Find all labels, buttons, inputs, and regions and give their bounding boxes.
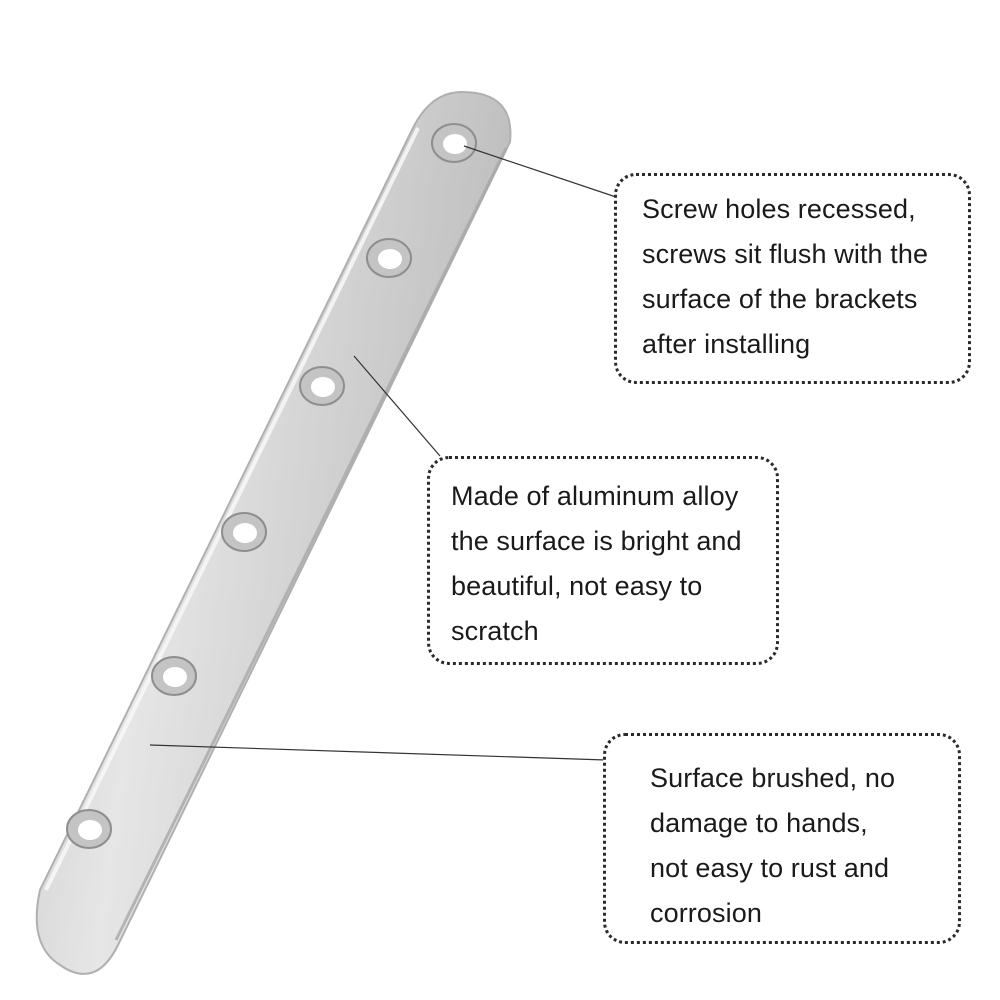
- callout-text-line: Surface brushed, no: [650, 763, 896, 793]
- leader-line-surface: [149, 744, 607, 761]
- callout-text-line: not easy to rust and: [650, 853, 890, 883]
- bracket-edge-highlight: [44, 127, 420, 891]
- callout-text-line: Screw holes recessed,: [642, 194, 916, 224]
- callout-text-line: after installing: [642, 329, 811, 359]
- callout-text-line: surface of the brackets: [642, 284, 918, 314]
- screw-hole: [66, 809, 112, 849]
- bracket-edge-shade: [114, 147, 508, 941]
- screw-hole: [366, 238, 412, 278]
- callout-text-line: scratch: [451, 616, 539, 646]
- callout-text-line: damage to hands,: [650, 808, 868, 838]
- callout-surface: Surface brushed, no damage to hands, not…: [603, 733, 961, 944]
- leader-line-screw-holes: [463, 145, 617, 198]
- screw-hole: [431, 123, 477, 163]
- callout-text-line: corrosion: [650, 898, 762, 928]
- callout-text-line: screws sit flush with the: [642, 239, 929, 269]
- callout-material: Made of aluminum alloy the surface is br…: [427, 456, 779, 665]
- bracket-body: [35, 90, 512, 975]
- callout-text-line: beautiful, not easy to: [451, 571, 703, 601]
- callout-text-line: the surface is bright and: [451, 526, 742, 556]
- screw-hole: [151, 656, 197, 696]
- callout-text-line: Made of aluminum alloy: [451, 481, 739, 511]
- callout-screw-holes: Screw holes recessed, screws sit flush w…: [614, 173, 971, 384]
- screw-hole: [221, 512, 267, 552]
- leader-line-material: [353, 355, 441, 457]
- screw-hole: [299, 366, 345, 406]
